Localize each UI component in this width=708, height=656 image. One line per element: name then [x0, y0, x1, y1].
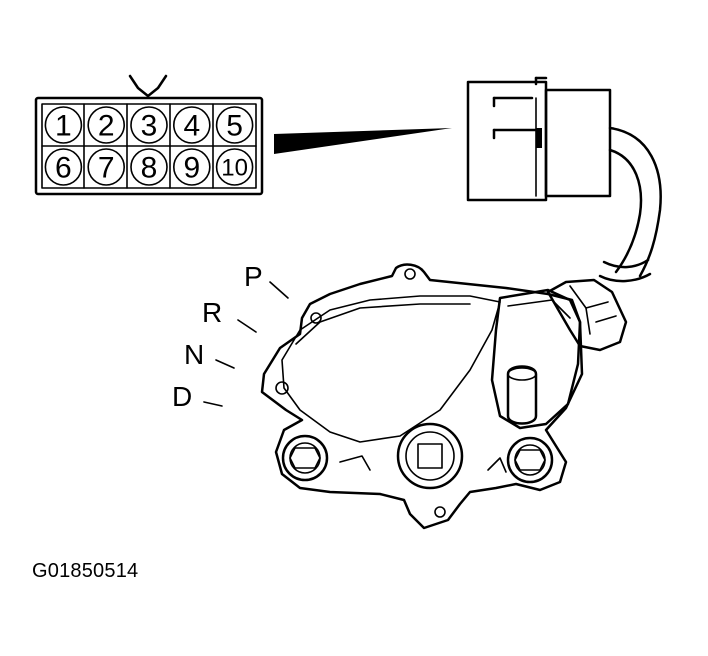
pin-number: 2 — [98, 110, 115, 143]
pin-number: 4 — [183, 110, 200, 143]
pointer-wedge — [274, 128, 452, 154]
pin-cavity — [130, 106, 168, 144]
connector-plug — [466, 76, 612, 202]
leader-d — [203, 401, 223, 407]
pin-cavity — [173, 106, 211, 144]
leader-n — [215, 359, 235, 369]
wire-harness — [598, 126, 662, 283]
pin-number: 1 — [55, 110, 72, 143]
position-label-d: D — [172, 381, 192, 412]
pin-number: 5 — [226, 110, 243, 143]
pin-cavity — [215, 148, 254, 186]
pin-cavity — [44, 148, 83, 186]
position-labels: P R N D — [172, 261, 289, 412]
pin-cavity — [173, 148, 211, 186]
pin-number: 9 — [183, 152, 200, 185]
center-bolt — [396, 422, 464, 490]
switch-body — [260, 263, 628, 530]
pin-cavity — [44, 106, 83, 144]
pin-number: 10 — [221, 155, 248, 182]
pin-number: 8 — [141, 152, 158, 185]
pin-number: 3 — [141, 110, 158, 143]
position-label-p: P — [244, 261, 263, 292]
connector-key-tab — [128, 74, 168, 98]
pin-cavity — [130, 148, 168, 186]
leader-r — [237, 319, 257, 333]
leader-p — [269, 281, 289, 299]
right-bolt — [506, 436, 554, 484]
figure-id: G01850514 — [32, 560, 139, 582]
connector-housing — [34, 96, 264, 196]
pin-number: 7 — [98, 152, 115, 185]
position-label-r: R — [202, 297, 222, 328]
pin-cavity — [87, 106, 125, 144]
pin-cavity — [215, 106, 254, 144]
position-label-n: N — [184, 339, 204, 370]
pin-number: 6 — [55, 152, 72, 185]
left-bolt — [281, 434, 329, 482]
pin-cavity — [87, 148, 125, 186]
